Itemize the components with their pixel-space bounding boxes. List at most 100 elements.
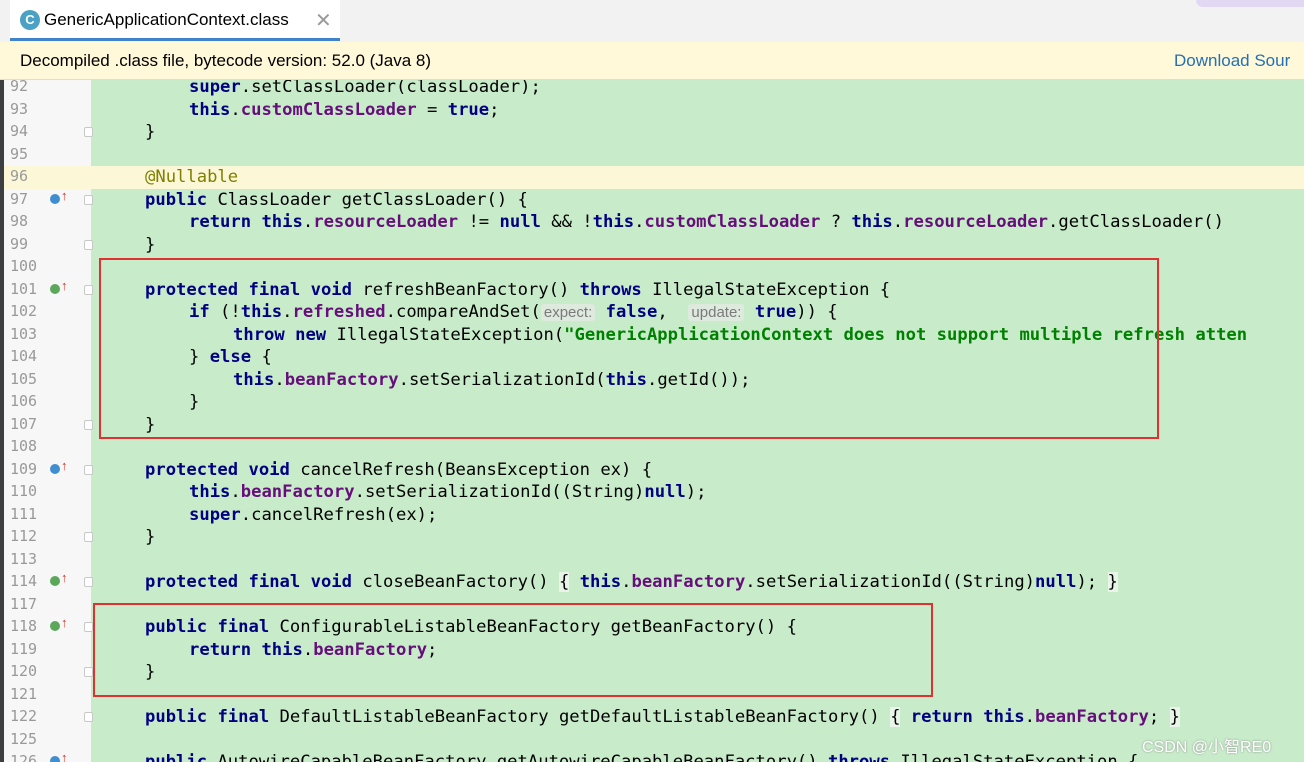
line-number: 100 [10,257,38,275]
code-line: 120 } [0,661,1304,684]
code-token: . [302,639,314,660]
code-token: IllegalStateException { [890,752,1139,762]
code-token: this [189,482,231,502]
code-token: cancelRefresh(BeansException ex) { [289,459,653,480]
code-token: .cancelRefresh(ex); [240,504,438,525]
code-line: 106 } [0,391,1304,414]
code-token: ; [427,639,438,660]
code-token: this [261,212,303,232]
close-icon[interactable]: ✕ [315,10,332,32]
code-token: super [189,504,241,525]
code-line: 103 throw new IllegalStateException("Gen… [0,324,1304,347]
fold-icon[interactable] [84,419,93,430]
code-token: final [248,572,301,592]
overrides-method-icon[interactable]: ↑ [50,458,68,475]
code-token: ); [1076,572,1098,592]
code-token: ; [1148,707,1160,727]
download-sources-link[interactable]: Download Sour [1174,51,1291,70]
code-token: != [458,212,500,232]
fold-icon[interactable] [84,284,93,295]
implements-method-icon[interactable]: ↑ [50,278,68,295]
code-line: 119 return this.beanFactory; [0,639,1304,662]
fold-icon[interactable] [84,712,93,722]
code-token: ConfigurableListableBeanFactory getBeanF… [269,617,797,637]
code-token: .setSerializationId((String) [745,572,1036,592]
implements-method-icon[interactable]: ↑ [50,615,68,632]
code-token: ? [820,212,852,232]
parameter-hint: update: [688,304,745,321]
code-token: . [230,482,241,502]
code-token: return [189,212,252,232]
folded-brace[interactable]: { [890,707,901,727]
code-token: . [230,99,241,120]
code-line: 92 super.setClassLoader(classLoader); [0,80,1304,99]
code-line: 109 ↑ protected void cancelRefresh(Beans… [0,458,1304,482]
code-token: refreshBeanFactory() [352,279,580,300]
code-line: 104 } else { [0,346,1304,369]
overrides-method-icon[interactable]: ↑ [50,750,68,762]
line-number: 98 [10,212,29,230]
code-token: null [499,212,541,232]
fold-icon[interactable] [84,532,93,542]
code-token: . [621,572,632,592]
code-editor[interactable]: 92 super.setClassLoader(classLoader); 93… [0,80,1304,762]
code-area [91,80,1304,762]
code-token: true [447,99,490,120]
code-token: { [251,347,272,367]
fold-icon[interactable] [84,239,93,250]
line-number: 97 [10,189,29,208]
fold-icon[interactable] [84,577,93,587]
code-line: 98 return this.resourceLoader != null &&… [0,211,1304,234]
code-token: .getClassLoader() [1048,212,1224,232]
tabbar-accent [1196,0,1304,7]
code-line: 108 [0,436,1304,459]
line-number: 113 [10,549,38,568]
fold-icon[interactable] [84,464,93,475]
code-line: 110 this.beanFactory.setSerializationId(… [0,481,1304,504]
line-number: 92 [10,80,29,95]
line-number: 121 [10,684,38,703]
line-number: 114 [10,572,38,590]
code-token: @Nullable [145,167,239,187]
fold-icon[interactable] [84,194,93,205]
folded-brace[interactable]: } [1169,707,1180,727]
code-token: null [1035,572,1077,592]
fold-icon[interactable] [84,127,93,137]
line-number: 111 [10,504,38,523]
code-line: 97 ↑ public ClassLoader getClassLoader()… [0,188,1304,212]
watermark: CSDN @小智RE0 [1142,739,1272,756]
code-token: } [145,122,156,142]
line-number: 110 [10,482,38,500]
tab-generic-application-context[interactable]: C GenericApplicationContext.class ✕ [10,0,340,41]
parameter-hint: expect: [540,304,596,321]
fold-icon[interactable] [84,667,93,677]
overrides-method-icon[interactable]: ↑ [50,188,68,205]
folded-brace[interactable]: { [558,572,570,592]
line-number: 95 [10,144,29,163]
code-token: void [248,459,290,480]
editor-tab-bar: C GenericApplicationContext.class ✕ [0,0,1304,43]
line-number: 126 [10,752,38,762]
code-token: new [295,324,327,345]
folded-brace[interactable]: } [1107,572,1118,592]
line-number: 106 [10,392,38,410]
code-token: final [217,617,270,637]
current-code-line: 96 @Nullable [0,166,1304,189]
code-line: 99 } [0,234,1304,257]
implements-method-icon[interactable]: ↑ [50,570,68,587]
code-token: else [209,347,252,367]
fold-icon[interactable] [84,622,93,632]
line-number: 112 [10,527,38,545]
code-token: DefaultListableBeanFactory getDefaultLis… [269,707,891,727]
code-line: 101 ↑ protected final void refreshBeanFa… [0,278,1304,302]
line-number: 93 [10,99,29,118]
code-line: 113 [0,549,1304,572]
line-number: 94 [10,122,29,140]
class-file-icon: C [20,10,40,30]
code-token: IllegalStateException { [641,279,891,300]
code-token: closeBeanFactory() [352,572,559,592]
code-line: 118 ↑ public final ConfigurableListableB… [0,615,1304,639]
line-number: 104 [10,347,38,365]
code-token: . [892,212,904,232]
line-number: 101 [10,279,38,298]
